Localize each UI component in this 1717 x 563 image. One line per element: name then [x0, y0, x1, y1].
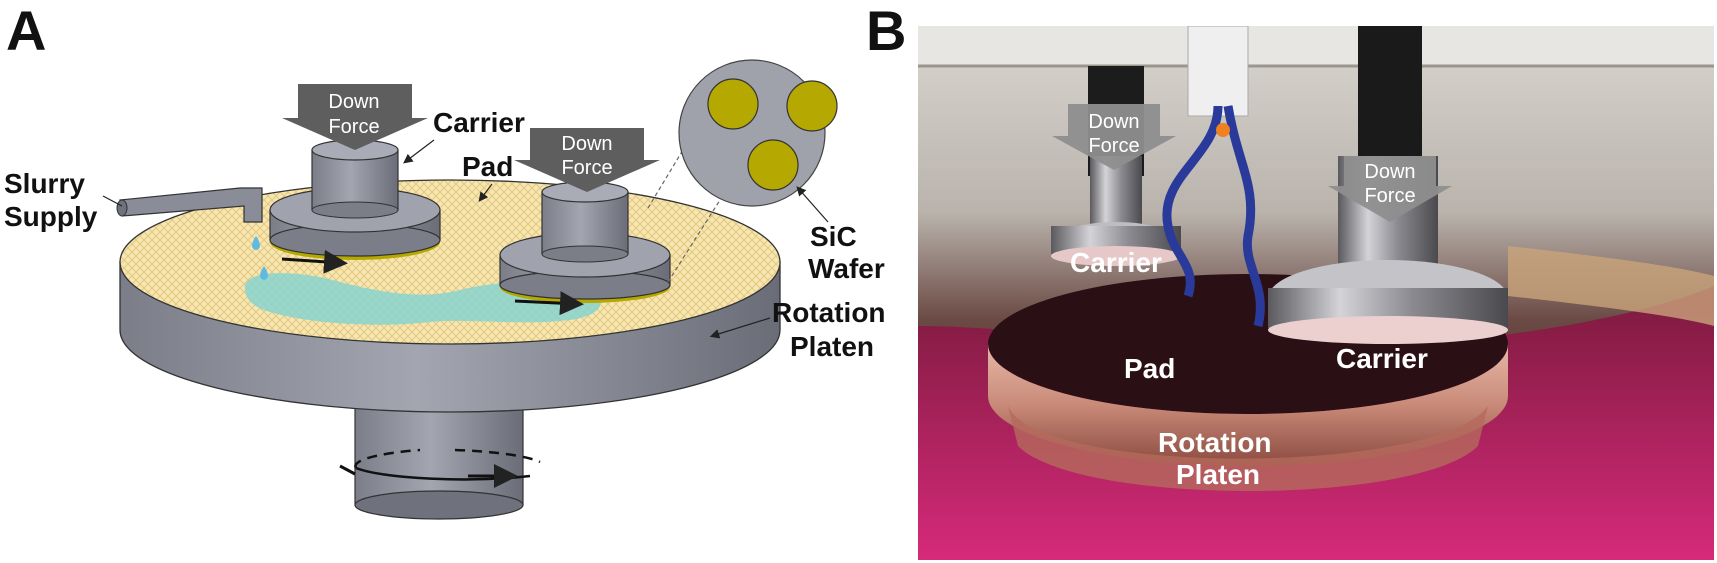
machine-photo	[918, 26, 1714, 560]
label-sic-wafer-2: Wafer	[808, 253, 885, 284]
panel-b: B	[866, 0, 1714, 560]
carrier-1	[269, 139, 441, 274]
photo-label-carrier-left: Carrier	[1070, 247, 1162, 278]
sic-wafer-disc	[747, 139, 799, 191]
label-carrier: Carrier	[433, 107, 525, 138]
photo-label-rotation-platen-1: Rotation	[1158, 427, 1272, 458]
down-force-1-line2: Force	[328, 116, 379, 138]
panel-a-letter: A	[6, 0, 46, 62]
down-force-2-line2: Force	[561, 157, 612, 179]
label-slurry-supply-1: Slurry	[4, 168, 85, 199]
platen-shaft	[354, 404, 524, 520]
carrier-2	[499, 181, 671, 316]
panel-b-letter: B	[866, 0, 906, 62]
leader-platen	[709, 317, 771, 339]
label-pad: Pad	[462, 151, 513, 182]
sic-wafer-disc	[786, 80, 838, 132]
slurry-hose	[1162, 105, 1223, 298]
photo-down-force-right: Down Force	[1328, 156, 1452, 222]
slurry-supply-pipe	[116, 187, 263, 223]
panel-a: A	[4, 0, 886, 520]
label-rotation-platen-1: Rotation	[772, 297, 886, 328]
photo-label-carrier-right: Carrier	[1336, 343, 1428, 374]
photo-down-force-left-line1: Down	[1088, 111, 1139, 133]
carrier-1-rotation-arrow	[281, 249, 348, 274]
label-sic-wafer-1: SiC	[810, 221, 857, 252]
photo-label-rotation-platen-2: Platen	[1176, 459, 1260, 490]
slurry-hose	[1223, 105, 1265, 328]
carrier-2-rotation-arrow	[514, 291, 584, 316]
photo-down-force-left-line2: Force	[1088, 135, 1139, 157]
photo-label-pad: Pad	[1124, 353, 1175, 384]
leader-pad	[478, 183, 493, 202]
down-force-2-line1: Down	[561, 133, 612, 155]
shaft-rotation-arrow	[339, 448, 541, 488]
slurry-droplet-icon	[260, 266, 268, 280]
slurry-droplet-icon	[252, 236, 260, 250]
down-force-1-line1: Down	[328, 91, 379, 113]
leader-sic-wafer	[796, 186, 829, 223]
down-force-arrow-1: Down Force	[282, 84, 428, 150]
down-force-arrow-2: Down Force	[514, 128, 660, 192]
photo-down-force-left: Down Force	[1052, 104, 1176, 170]
leader-slurry	[102, 195, 123, 207]
photo-down-force-right-line2: Force	[1364, 185, 1415, 207]
photo-down-force-right-line1: Down	[1364, 161, 1415, 183]
sic-wafer-disc	[707, 78, 759, 130]
label-rotation-platen-2: Platen	[790, 331, 874, 362]
wafer-zoom-inset	[647, 59, 838, 283]
leader-carrier	[403, 139, 435, 164]
label-slurry-supply-2: Supply	[4, 201, 98, 232]
